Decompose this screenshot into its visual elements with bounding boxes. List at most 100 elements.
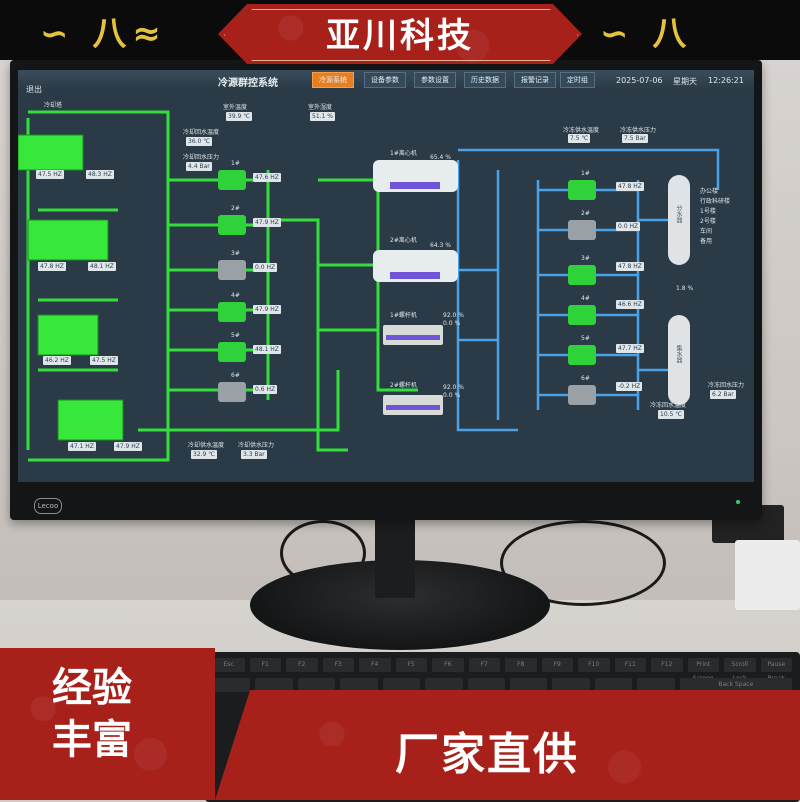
chw-pump-hz: 47.7 HZ — [616, 344, 644, 353]
bypass-valve-value: 1.8 % — [676, 285, 694, 292]
cw-supply-temp-label: 冷却供水温度 — [188, 442, 225, 449]
cw-pump-id: 6# — [231, 372, 240, 379]
key: Scroll Lock — [724, 658, 756, 682]
chw-pump-id: 5# — [581, 335, 590, 342]
tower-fan-hz: 47.1 HZ — [68, 442, 96, 451]
outdoor-humidity-label: 室外湿度 — [308, 104, 333, 111]
tower-fan-hz: 47.5 HZ — [36, 170, 64, 179]
chiller-load-b: 0.0 % — [443, 392, 461, 399]
chiller-name: 1#螺杆机 — [390, 312, 417, 319]
cw-return-pressure-value: 4.4 Bar — [186, 162, 212, 171]
return-header-label: 集水器 — [675, 345, 682, 363]
key: F8 — [505, 658, 537, 672]
tab-alarms[interactable]: 报警记录 — [514, 72, 556, 88]
date-readout: 2025-07-06 — [616, 76, 663, 85]
cw-pump-hz: 0.6 HZ — [253, 385, 278, 394]
cw-supply-temp-value: 32.9 ℃ — [191, 450, 218, 459]
tab-param-settings[interactable]: 参数设置 — [414, 72, 456, 88]
tab-cold-source[interactable]: 冷源系统 — [312, 72, 354, 88]
chiller-name: 2#离心机 — [390, 237, 417, 244]
exit-button[interactable]: 退出 — [26, 85, 42, 94]
chiller-load: 65.4 % — [430, 154, 451, 161]
supply-header-label: 分水器 — [675, 205, 682, 223]
cw-pumps — [218, 170, 246, 402]
outdoor-humidity-value: 51.1 % — [310, 112, 335, 121]
monitor-stand-neck — [375, 518, 415, 598]
chw-return-pressure-label: 冷冻回水压力 — [708, 382, 745, 389]
outdoor-temp-value: 39.9 ℃ — [226, 112, 253, 121]
cw-return-pressure-label: 冷却回水压力 — [183, 154, 220, 161]
key: Esc — [213, 658, 245, 672]
slogan-right: 厂家直供 — [395, 729, 579, 780]
tab-device-params[interactable]: 设备参数 — [364, 72, 406, 88]
chillers — [373, 160, 458, 415]
slogan-left-line2: 丰富 — [52, 717, 132, 763]
chw-pump-id: 4# — [581, 295, 590, 302]
chw-pump-hz: 47.8 HZ — [616, 182, 644, 191]
chw-pump-id: 2# — [581, 210, 590, 217]
slogan-left-line1: 经验 — [52, 665, 132, 711]
chw-pump-id: 3# — [581, 255, 590, 262]
key: F6 — [432, 658, 464, 672]
chw-pumps — [568, 180, 596, 405]
slogan-left-block — [0, 648, 215, 800]
cooling-towers — [18, 134, 124, 441]
tower-fan-hz: 46.2 HZ — [43, 356, 71, 365]
supply-header-vessel — [668, 175, 690, 265]
branch-label: 行政科研楼 — [700, 198, 731, 205]
keyboard-function-row: Esc F1 F2 F3 F4 F5 F6 F7 F8 F9 F10 F11 F… — [213, 658, 792, 682]
chiller-name: 1#离心机 — [390, 150, 417, 157]
tower-fan-hz: 47.8 HZ — [38, 262, 66, 271]
key: F2 — [286, 658, 318, 672]
brand-banner-border — [224, 9, 578, 61]
chw-supply-pressure-value: 7.5 Bar — [622, 134, 648, 143]
key: F10 — [578, 658, 610, 672]
cw-return-temp-value: 36.0 ℃ — [186, 137, 213, 146]
chw-pump-hz: 46.6 HZ — [616, 300, 644, 309]
key: F7 — [468, 658, 500, 672]
slogan-right-block — [215, 690, 800, 800]
brand-banner — [218, 4, 582, 64]
cw-pump-id: 2# — [231, 205, 240, 212]
weekday-readout: 星期天 — [673, 77, 697, 86]
branch-label: 办公楼 — [700, 188, 719, 195]
system-title: 冷源群控系统 — [218, 78, 278, 89]
key: F1 — [249, 658, 281, 672]
chw-pump-hz: 0.0 HZ — [616, 222, 641, 231]
chiller-load: 92.0 % — [443, 384, 464, 391]
tab-timer-group[interactable]: 定时组 — [560, 72, 595, 88]
cooling-tower-label: 冷却塔 — [44, 102, 63, 109]
key: F11 — [614, 658, 646, 672]
key: Print Screen — [687, 658, 719, 682]
cw-pump-id: 3# — [231, 250, 240, 257]
key: F4 — [359, 658, 391, 672]
cw-supply-pressure-label: 冷却供水压力 — [238, 442, 275, 449]
banner-ornament: ∽ 八≈ — [40, 14, 167, 54]
branch-label: 备用 — [700, 238, 713, 245]
cw-pump-hz: 48.1 HZ — [253, 345, 281, 354]
tab-history[interactable]: 历史数据 — [464, 72, 506, 88]
chiller-load-b: 0.0 % — [443, 320, 461, 327]
key: F5 — [395, 658, 427, 672]
key: F3 — [322, 658, 354, 672]
cw-pump-hz: 0.0 HZ — [253, 263, 278, 272]
branch-label: 车间 — [700, 228, 713, 235]
key: F12 — [651, 658, 683, 672]
chw-supply-temp-label: 冷冻供水温度 — [563, 127, 600, 134]
branch-label: 1号楼 — [700, 208, 716, 215]
tower-fan-hz: 48.1 HZ — [88, 262, 116, 271]
power-strip — [735, 540, 800, 610]
monitor-logo: Lecoo — [34, 498, 62, 514]
cw-supply-pressure-value: 3.3 Bar — [241, 450, 267, 459]
tower-fan-hz: 47.9 HZ — [114, 442, 142, 451]
chw-pump-id: 6# — [581, 375, 590, 382]
chw-pump-id: 1# — [581, 170, 590, 177]
power-led — [736, 500, 740, 504]
chw-return-pressure-value: 6.2 Bar — [710, 390, 736, 399]
cw-pump-hz: 47.6 HZ — [253, 173, 281, 182]
chw-pump-hz: -0.2 HZ — [616, 382, 643, 391]
banner-ornament: ∽ 八 — [600, 14, 693, 54]
chiller-load: 64.3 % — [430, 242, 451, 249]
return-header-vessel — [668, 315, 690, 405]
brand-name: 亚川科技 — [326, 16, 474, 56]
